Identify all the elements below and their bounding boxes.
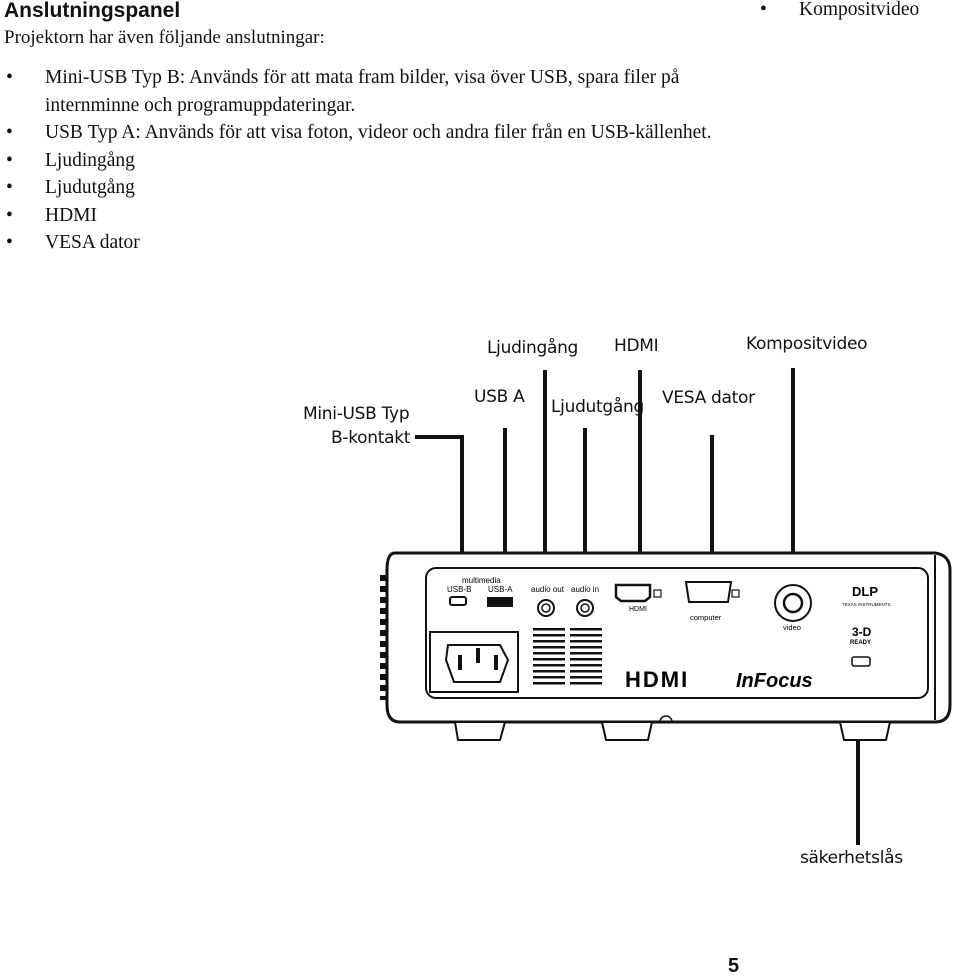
callout-composite: Kompositvideo — [746, 334, 868, 354]
section-heading: Anslutningspanel — [4, 0, 181, 22]
svg-text:HDMI: HDMI — [629, 606, 647, 613]
list-item-right: Kompositvideo — [760, 0, 919, 21]
list-item: Ljudutgång — [0, 174, 720, 202]
usb-b-port — [449, 596, 467, 606]
connector-list: Mini-USB Typ B: Används för att mata fra… — [0, 64, 720, 257]
list-item: Ljudingång — [0, 147, 720, 175]
callout-miniusb-1: Mini-USB Typ — [303, 404, 410, 424]
callout-vesa: VESA dator — [662, 388, 755, 408]
svg-text:audio out: audio out — [531, 585, 565, 594]
svg-text:DLP: DLP — [852, 584, 878, 599]
callout-hdmi: HDMI — [614, 336, 659, 356]
list-item: VESA dator — [0, 229, 720, 257]
list-item: USB Typ A: Används för att visa foton, v… — [0, 119, 720, 147]
callout-audio-out: Ljudutgång — [551, 397, 644, 417]
svg-text:video: video — [783, 623, 801, 632]
callout-usba: USB A — [474, 387, 525, 407]
svg-text:computer: computer — [690, 613, 722, 622]
svg-text:READY: READY — [850, 640, 871, 646]
vent-grille — [533, 628, 602, 685]
usb-a-port — [487, 597, 513, 607]
vga-port — [684, 581, 733, 603]
intro-text: Projektorn har även följande anslutninga… — [4, 27, 325, 48]
svg-text:HDMI: HDMI — [625, 667, 689, 692]
audio-in-jack — [576, 599, 594, 617]
callout-miniusb-2: B-kontakt — [331, 428, 411, 448]
projector-body: multimedia USB-B USB-A audio out audio i… — [380, 551, 952, 741]
lock-slot — [851, 656, 871, 667]
hdmi-port — [614, 583, 652, 603]
svg-text:USB-A: USB-A — [488, 585, 513, 594]
svg-text:multimedia: multimedia — [462, 576, 501, 585]
callout-audio-in: Ljudingång — [487, 338, 579, 358]
page-number: 5 — [728, 955, 740, 977]
list-item: Mini-USB Typ B: Används för att mata fra… — [0, 64, 720, 119]
svg-text:USB-B: USB-B — [447, 585, 471, 594]
audio-out-jack — [537, 599, 555, 617]
list-item: HDMI — [0, 202, 720, 230]
svg-text:audio in: audio in — [571, 585, 599, 594]
svg-text:TEXAS INSTRUMENTS: TEXAS INSTRUMENTS — [842, 602, 891, 607]
callout-lock: säkerhetslås — [800, 848, 903, 868]
video-jack — [774, 584, 812, 622]
svg-text:3-D: 3-D — [852, 625, 872, 639]
svg-text:InFocus: InFocus — [736, 670, 813, 692]
